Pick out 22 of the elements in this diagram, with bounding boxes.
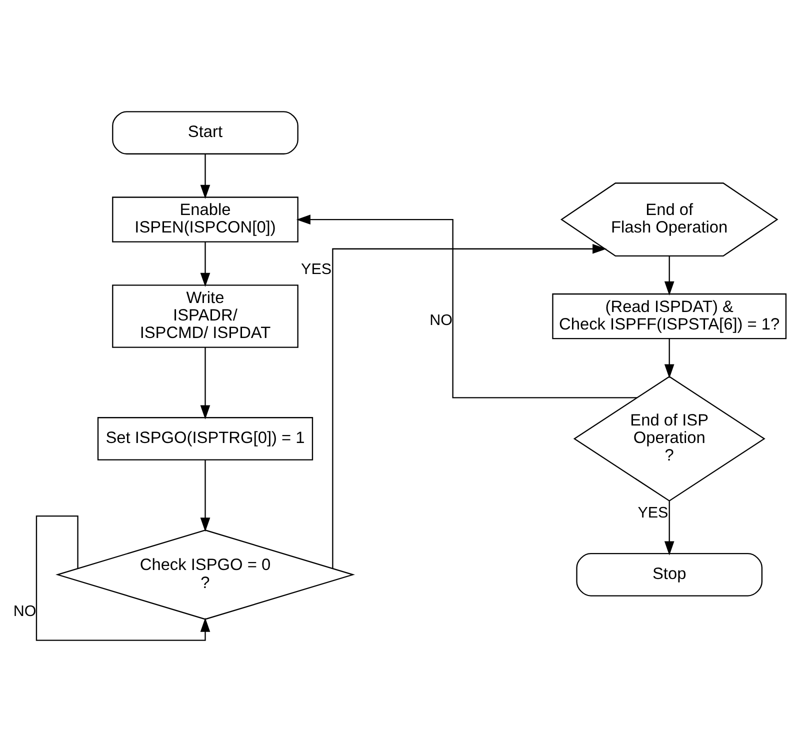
node-diamond: Check ISPGO = 0 ?	[56, 529, 355, 620]
node-box: (Read ISPDAT) & Check ISPFF(ISPSTA[6]) = 1?	[552, 292, 787, 339]
arrow	[36, 515, 210, 640]
edge-label: YES	[301, 260, 332, 278]
node-box: Set ISPGO(ISPTRG[0]) = 1	[97, 416, 314, 460]
arrow	[664, 338, 674, 378]
node-box: Enable ISPEN(ISPCON[0])	[112, 196, 298, 242]
arrow	[200, 346, 210, 419]
node-box: Write ISPADR/ ISPCMD/ ISPDAT	[112, 284, 298, 348]
arrow	[200, 241, 210, 286]
edge-label: YES	[638, 504, 668, 521]
node-box: Stop	[576, 552, 763, 596]
arrow	[200, 154, 210, 198]
arrow	[200, 459, 210, 532]
node-diamond: End of ISP Operation ?	[573, 375, 766, 502]
arrow	[296, 214, 637, 398]
edge-label: NO	[13, 602, 36, 620]
edge-label: NO	[430, 311, 453, 328]
node-box: Start	[112, 110, 298, 154]
arrow	[332, 243, 607, 568]
arrow	[664, 256, 674, 295]
arrow	[664, 500, 674, 555]
